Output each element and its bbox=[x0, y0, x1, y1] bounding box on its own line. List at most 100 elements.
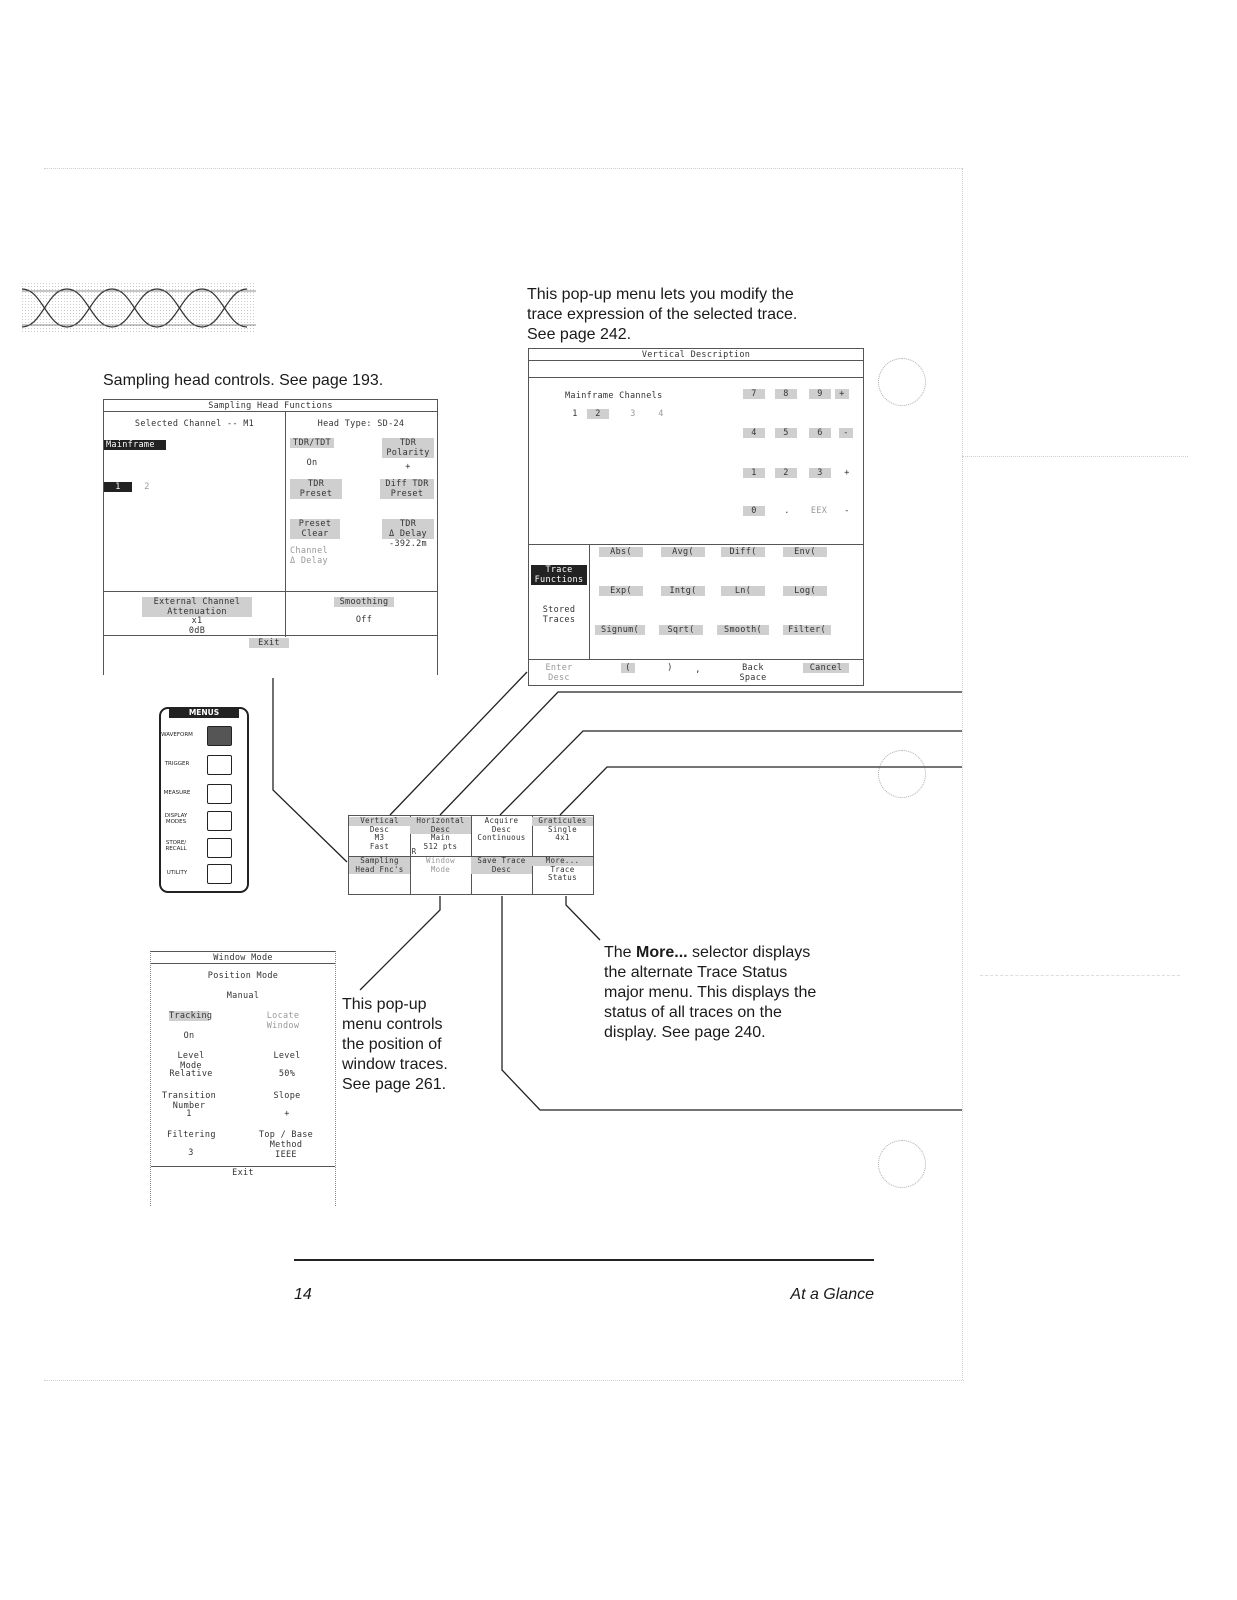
keypad-key[interactable]: + bbox=[835, 389, 849, 399]
level-mode-button[interactable]: Level Mode bbox=[169, 1051, 213, 1071]
label-line: 512 pts bbox=[423, 841, 458, 851]
function-button[interactable]: Signum( bbox=[595, 625, 645, 635]
external-attenuation-button[interactable]: External Channel Attenuation bbox=[142, 597, 252, 617]
utility-key-label: UTILITY bbox=[166, 870, 188, 876]
mainframe-button[interactable]: Mainframe bbox=[104, 440, 166, 450]
position-mode-label: Position Mode bbox=[207, 971, 279, 981]
sampling-head-fnc-button[interactable]: Sampling Head Fnc's bbox=[349, 856, 410, 874]
keypad-key[interactable]: 2 bbox=[775, 468, 797, 478]
utility-key[interactable] bbox=[207, 864, 232, 884]
channel-2-button[interactable]: 2 bbox=[144, 482, 150, 492]
channel-1-button[interactable]: 1 bbox=[104, 482, 132, 492]
diff-tdr-preset-button[interactable]: Diff TDR Preset bbox=[380, 479, 434, 499]
keypad-key[interactable]: 5 bbox=[775, 428, 797, 438]
more-trace-status-button[interactable]: More... Trace Status bbox=[532, 856, 593, 883]
label-line: Δ Delay bbox=[389, 529, 427, 539]
tracking-button[interactable]: Tracking bbox=[169, 1011, 213, 1021]
keypad-key[interactable]: 8 bbox=[775, 389, 797, 399]
function-button[interactable]: Ln( bbox=[721, 586, 765, 596]
function-button[interactable]: Log( bbox=[783, 586, 827, 596]
bottom-border-line bbox=[44, 1380, 964, 1381]
function-button[interactable]: Diff( bbox=[721, 547, 765, 557]
display-modes-key-label: DISPLAY MODES bbox=[164, 813, 188, 825]
function-button[interactable]: Avg( bbox=[661, 547, 705, 557]
save-trace-desc-button[interactable]: Save Trace Desc bbox=[471, 856, 532, 874]
keypad-key[interactable]: 6 bbox=[809, 428, 831, 438]
keypad-key[interactable]: - bbox=[839, 428, 853, 438]
display-modes-key[interactable] bbox=[207, 811, 232, 831]
tdr-delay-button[interactable]: TDR Δ Delay bbox=[382, 519, 434, 539]
caption-sampling-head: Sampling head controls. See page 193. bbox=[103, 372, 384, 389]
smoothing-button[interactable]: Smoothing bbox=[334, 597, 394, 607]
vertical-desc-button[interactable]: Vertical Desc M3 Fast bbox=[349, 816, 410, 851]
enter-desc-button[interactable]: Enter Desc bbox=[531, 663, 587, 683]
caption-line: window traces. bbox=[342, 1056, 448, 1073]
label-line: Window bbox=[426, 856, 455, 865]
top-base-method-button[interactable]: Top / Base Method bbox=[255, 1130, 317, 1150]
keypad-key[interactable]: + bbox=[844, 468, 850, 478]
label-line: Trace bbox=[550, 864, 575, 874]
keypad-key[interactable]: 7 bbox=[743, 389, 765, 399]
locate-window-button[interactable]: Locate Window bbox=[259, 1011, 307, 1031]
caption-line: The More... selector displays bbox=[604, 943, 816, 963]
caption-line: the position of bbox=[342, 1036, 442, 1053]
function-button[interactable]: Env( bbox=[783, 547, 827, 557]
slope-button[interactable]: Slope bbox=[273, 1091, 301, 1101]
label-line: TDR bbox=[399, 438, 417, 448]
back-space-button[interactable]: Back Space bbox=[735, 663, 771, 683]
function-button[interactable]: Intg( bbox=[661, 586, 705, 596]
label-line: 4x1 bbox=[555, 833, 570, 842]
keypad-key[interactable]: 9 bbox=[809, 389, 831, 399]
caption-window-mode: This pop-up menu controls the position o… bbox=[342, 995, 448, 1095]
channel-button[interactable]: 2 bbox=[587, 409, 609, 419]
store-recall-key[interactable] bbox=[207, 838, 232, 858]
trace-functions-button[interactable]: Trace Functions bbox=[531, 565, 587, 585]
graticules-button[interactable]: Graticules Single 4x1 bbox=[532, 816, 593, 843]
label-line: Transition bbox=[161, 1091, 217, 1101]
measure-key[interactable] bbox=[207, 784, 232, 804]
preset-clear-button[interactable]: Preset Clear bbox=[290, 519, 340, 539]
channel-button[interactable]: 3 bbox=[630, 409, 636, 419]
acquire-desc-button[interactable]: Acquire Desc Continuous bbox=[471, 816, 532, 843]
waveform-key[interactable] bbox=[207, 726, 232, 746]
window-mode-button[interactable]: Window Mode bbox=[410, 856, 471, 874]
keypad-key[interactable]: EEX bbox=[810, 506, 828, 516]
keypad-key[interactable]: 0 bbox=[743, 506, 765, 516]
channel-button[interactable]: 4 bbox=[658, 409, 664, 419]
tab-divider-line-2 bbox=[980, 975, 1180, 976]
channel-button[interactable]: 1 bbox=[572, 409, 578, 419]
function-button[interactable]: Abs( bbox=[599, 547, 643, 557]
keypad-key[interactable]: 1 bbox=[743, 468, 765, 478]
keypad-key[interactable]: 4 bbox=[743, 428, 765, 438]
transition-number-button[interactable]: Transition Number bbox=[161, 1091, 217, 1111]
close-paren-button[interactable]: ) bbox=[667, 663, 673, 673]
function-button[interactable]: Smooth( bbox=[717, 625, 769, 635]
keypad-key[interactable]: 3 bbox=[809, 468, 831, 478]
tdr-preset-button[interactable]: TDR Preset bbox=[290, 479, 342, 499]
exit-button[interactable]: Exit bbox=[249, 638, 289, 648]
measure-key-label: MEASURE bbox=[163, 790, 191, 796]
caption-line: See page 242. bbox=[527, 326, 632, 343]
trigger-key[interactable] bbox=[207, 755, 232, 775]
channel-delay-button[interactable]: Channel Δ Delay bbox=[290, 546, 334, 566]
vertical-description-menu: Vertical Description Mainframe Channels … bbox=[528, 348, 864, 686]
stored-traces-button[interactable]: Stored Traces bbox=[531, 605, 587, 625]
filtering-button[interactable]: Filtering bbox=[167, 1130, 216, 1140]
keypad-key[interactable]: . bbox=[784, 506, 790, 516]
function-button[interactable]: Sqrt( bbox=[659, 625, 703, 635]
label-line: Desc bbox=[369, 824, 390, 834]
level-button[interactable]: Level bbox=[273, 1051, 301, 1061]
keypad-key[interactable]: - bbox=[844, 506, 850, 516]
function-button[interactable]: Exp( bbox=[599, 586, 643, 596]
tdr-polarity-button[interactable]: TDR Polarity bbox=[382, 438, 434, 458]
label-line: Status bbox=[548, 873, 577, 882]
tdr-tdt-button[interactable]: TDR/TDT bbox=[290, 438, 334, 448]
horizontal-desc-button[interactable]: Horizontal Desc Main 512 pts bbox=[410, 816, 471, 851]
caption-line: display. See page 240. bbox=[604, 1024, 766, 1041]
transition-number-value: 1 bbox=[186, 1109, 192, 1119]
open-paren-button[interactable]: ( bbox=[621, 663, 635, 673]
cancel-button[interactable]: Cancel bbox=[803, 663, 849, 673]
exit-button[interactable]: Exit bbox=[232, 1168, 254, 1178]
function-button[interactable]: Filter( bbox=[783, 625, 831, 635]
comma-button[interactable]: , bbox=[695, 665, 701, 675]
